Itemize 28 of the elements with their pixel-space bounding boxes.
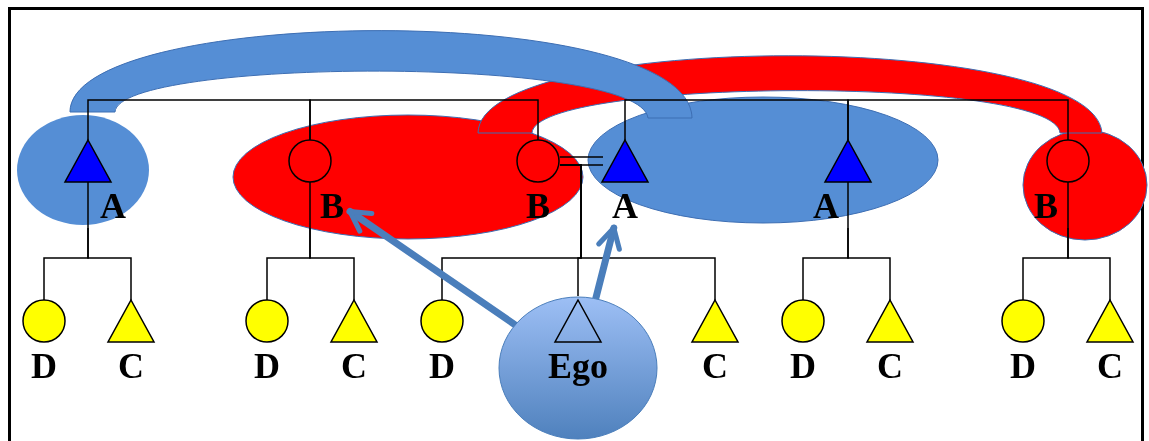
arrow — [346, 207, 518, 328]
kinship-line — [1067, 227, 1111, 301]
kinship-line — [309, 99, 539, 141]
kin-letter: C — [341, 346, 367, 386]
kinship-line — [847, 99, 1069, 141]
arrow — [592, 224, 622, 302]
kin-letter: B — [526, 186, 550, 226]
kin-letter: C — [118, 346, 144, 386]
kin-letter: D — [31, 346, 57, 386]
kin-letter: A — [813, 186, 839, 226]
kin-letter: D — [429, 346, 455, 386]
kinship-line — [559, 156, 604, 158]
kin-letter: C — [877, 346, 903, 386]
kinship-line — [624, 99, 849, 141]
kin-letter: C — [702, 346, 728, 386]
kin-letter: A — [612, 186, 638, 226]
kin-letter: A — [100, 186, 126, 226]
kin-letter: D — [254, 346, 280, 386]
kin-letter: B — [320, 186, 344, 226]
kinship-line — [87, 227, 132, 301]
kin-letter: C — [1097, 346, 1123, 386]
kin-letter: B — [1034, 186, 1058, 226]
kin-letter: D — [790, 346, 816, 386]
kin-letter: D — [1010, 346, 1036, 386]
kinship-line — [309, 227, 355, 301]
kinship-line — [847, 227, 891, 301]
ego-label: Ego — [548, 346, 608, 386]
kinship-line — [87, 99, 311, 141]
